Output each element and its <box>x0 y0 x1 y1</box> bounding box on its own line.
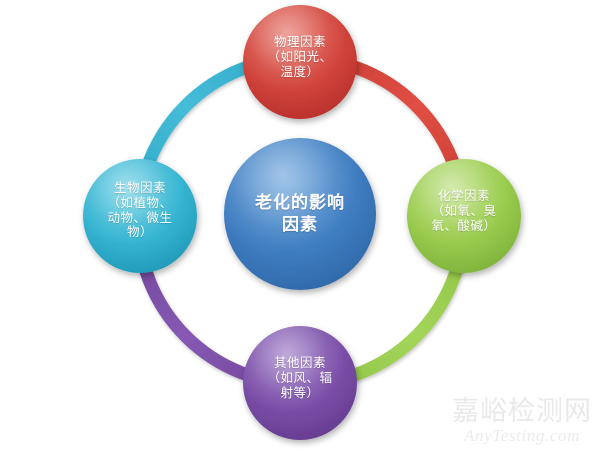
watermark-chinese: 嘉峪检测网 <box>452 395 592 427</box>
node-physical-factors[interactable] <box>243 5 357 119</box>
node-other-factors[interactable] <box>243 326 357 440</box>
watermark: 嘉峪检测网 AnyTesting.com <box>452 395 592 446</box>
node-biological-factors[interactable] <box>83 159 197 273</box>
watermark-english: AnyTesting.com <box>464 426 580 446</box>
node-center[interactable] <box>224 138 376 290</box>
node-chemical-factors[interactable] <box>407 159 521 273</box>
satellite-nodes <box>83 5 521 440</box>
